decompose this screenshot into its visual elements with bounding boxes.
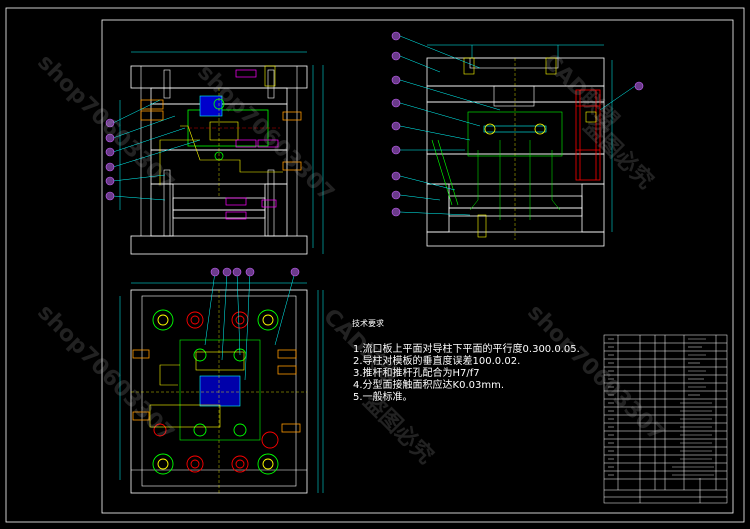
tech-requirement-2: 2.导柱对模板的垂直度误差100.0.02.	[353, 356, 521, 367]
tech-requirement-5: 5.一般标准。	[353, 392, 413, 403]
plan-view	[119, 267, 324, 494]
balloon-callout-icon	[391, 31, 644, 217]
tech-requirements-title: 技术要求	[352, 319, 384, 328]
balloon-callout-icon	[105, 118, 115, 201]
balloon-callout-icon	[210, 267, 300, 277]
tech-requirement-4: 4.分型面接触面积应达K0.03mm.	[353, 380, 505, 391]
red-part	[575, 89, 601, 181]
bolt-icon	[132, 349, 301, 433]
tech-requirement-1: 1.流口板上平面对导柱下平面的平行度0.300.0.05.	[353, 344, 580, 355]
drawing-frame-outer	[5, 7, 745, 523]
front-section-view	[105, 51, 324, 255]
side-section-view	[391, 31, 644, 247]
drawing-frame-inner	[101, 19, 734, 514]
tech-requirement-3: 3.推杆和推杆孔配合为H7/f7	[353, 368, 480, 379]
bill-of-materials-table	[603, 334, 728, 504]
bolt-icon	[140, 65, 302, 171]
